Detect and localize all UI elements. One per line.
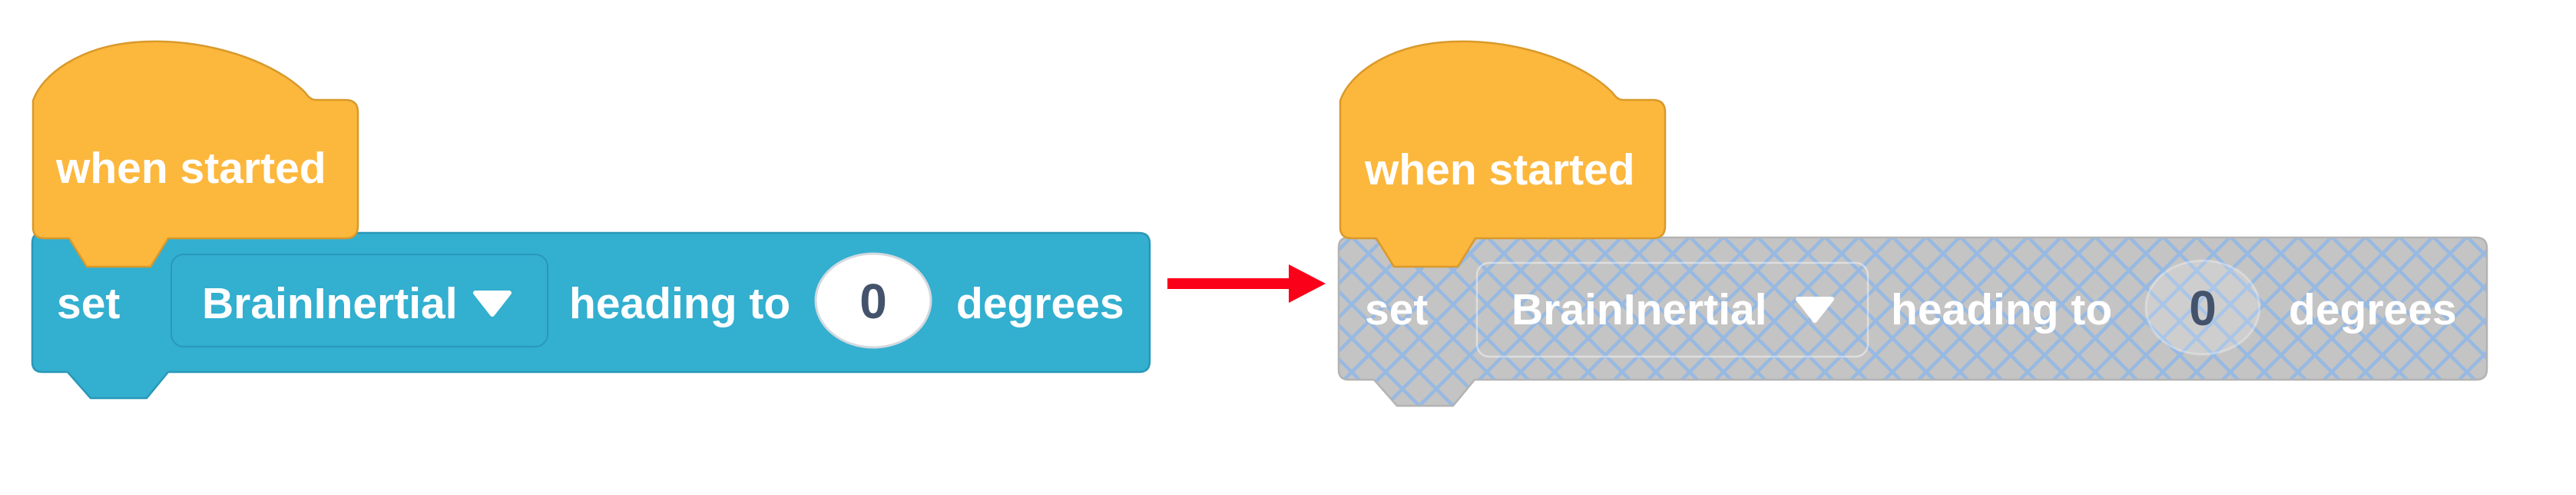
heading-value: 0	[2189, 281, 2217, 336]
script-right: when started set BrainInertial heading t…	[1337, 40, 2488, 407]
dropdown-arrow-icon	[473, 291, 512, 317]
device-dropdown-value: BrainInertial	[202, 279, 458, 328]
device-dropdown-disabled	[1475, 261, 1869, 358]
script-left: when started set BrainInertial heading t…	[31, 40, 1151, 400]
device-dropdown-value: BrainInertial	[1511, 285, 1767, 334]
dropdown-arrow-icon	[1796, 297, 1834, 323]
heading-value-input[interactable]	[814, 252, 932, 349]
heading-to-label: heading to	[1891, 285, 2112, 334]
when-started-label: when started	[1364, 145, 1635, 194]
red-right-arrow-icon	[1167, 264, 1326, 303]
set-label: set	[57, 279, 120, 328]
heading-value: 0	[859, 274, 887, 329]
set-heading-block-disabled	[1337, 236, 2488, 407]
set-label: set	[1365, 285, 1428, 334]
degrees-label: degrees	[956, 279, 1124, 328]
heading-value-input-disabled	[2144, 259, 2261, 356]
degrees-label: degrees	[2289, 285, 2457, 334]
when-started-label: when started	[55, 144, 326, 193]
heading-to-label: heading to	[569, 279, 790, 328]
device-dropdown[interactable]	[171, 254, 548, 347]
